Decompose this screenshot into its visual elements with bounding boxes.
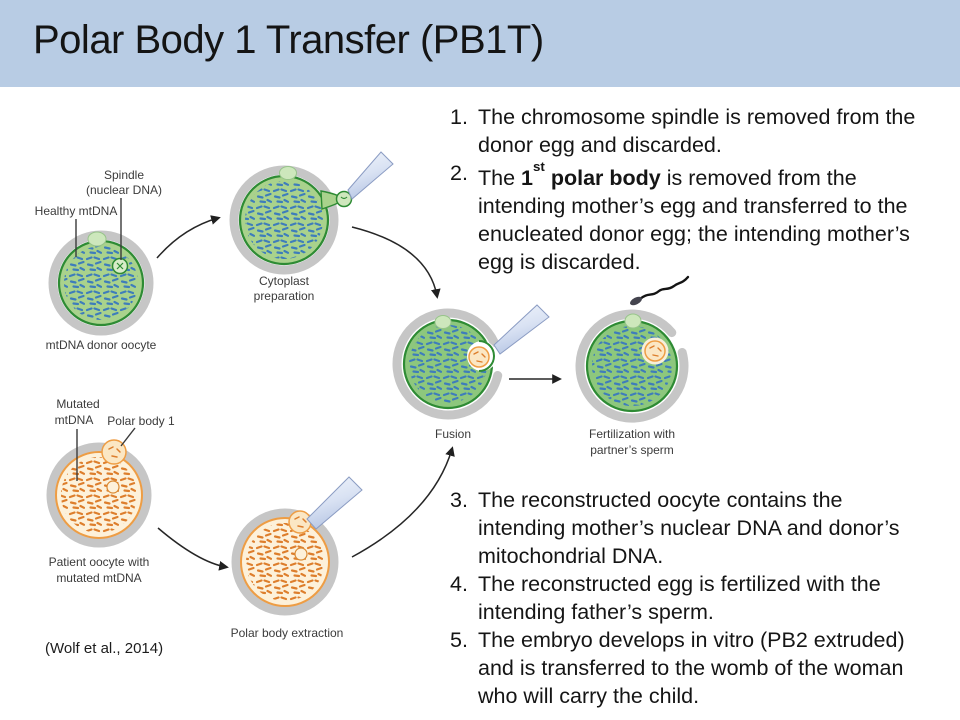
polar-body-bud — [279, 166, 297, 180]
callout-line — [75, 198, 122, 260]
polar-body-bud — [87, 231, 107, 247]
arrow-donor-to-cytoplast — [156, 215, 221, 259]
step-text: The reconstructed oocyte contains the in… — [478, 488, 900, 568]
polar-body-mtdna — [294, 516, 307, 528]
step-text: The embryo develops in vitro (PB2 extrud… — [478, 628, 905, 708]
step-text-bold: 1 — [521, 166, 533, 191]
extraction-label: Polar body extraction — [231, 626, 344, 640]
fertilization-label-2: partner’s sperm — [590, 443, 674, 457]
fusion-oocyte: Fusion — [392, 304, 550, 441]
sperm-head — [630, 296, 642, 306]
pipette-icon — [493, 304, 550, 355]
page-title: Polar Body 1 Transfer (PB1T) — [33, 18, 544, 62]
polar-body-bud — [624, 313, 642, 329]
spindle-chromosomes — [116, 262, 124, 270]
zona-ring — [46, 442, 152, 548]
spindle-icon — [106, 480, 120, 494]
polar-body-1 — [288, 510, 312, 534]
step-list-top: 1. The chromosome spindle is removed fro… — [450, 103, 928, 276]
sperm-icon — [638, 275, 690, 301]
spindle-icon — [294, 547, 308, 561]
step-number: 4. — [450, 572, 468, 596]
polar-body-extraction: Polar body extraction — [231, 476, 363, 640]
donor-oocyte: Spindle (nuclear DNA) Healthy mtDNA mtDN… — [35, 168, 162, 352]
fusion-label: Fusion — [435, 427, 471, 441]
mtdna-speckles — [245, 181, 323, 259]
polar-body-mtdna — [649, 345, 662, 357]
zona-ring — [392, 308, 503, 420]
callout-line — [76, 427, 136, 481]
patient-label: Patient oocyte with — [49, 555, 150, 569]
polar-body-mtdna — [108, 446, 121, 458]
step-text: The reconstructed egg is fertilized with… — [478, 572, 881, 624]
step-text: The 1st polar body is removed from the i… — [478, 159, 928, 276]
callout-healthy-mtdna: Healthy mtDNA — [35, 204, 118, 218]
pipette-icon — [306, 476, 363, 530]
polar-body-mtdna — [473, 351, 486, 363]
mtdna-speckles — [592, 326, 672, 406]
fertilization-oocyte: Fertilization with partner’s sperm — [575, 275, 690, 457]
spindle-chromosomes — [340, 196, 348, 200]
patient-oocyte: Mutated mtDNA Polar body 1 Patient oocyt… — [46, 397, 175, 585]
step-text-segment: is removed from the intending mother’s e… — [478, 166, 910, 275]
pipette-icon — [347, 151, 394, 200]
arrow-patient-to-extraction — [157, 527, 229, 571]
notch-membrane — [478, 340, 495, 372]
citation: (Wolf et al., 2014) — [45, 640, 164, 657]
callout-spindle-2: (nuclear DNA) — [86, 183, 162, 197]
step-number: 1. — [450, 105, 468, 129]
step-list-bottom: 3. The reconstructed oocyte contains the… — [450, 486, 928, 710]
step-text-superscript: st — [533, 159, 545, 175]
patient-label-2: mutated mtDNA — [56, 571, 141, 585]
cytoplast-label: Cytoplast — [259, 274, 310, 288]
list-item: 1. The chromosome spindle is removed fro… — [450, 103, 928, 159]
step-text: The chromosome spindle is removed from t… — [478, 105, 916, 157]
step-number: 5. — [450, 628, 468, 652]
arrow-extraction-to-fusion — [351, 446, 455, 558]
callout-spindle: Spindle — [104, 168, 144, 182]
cytoplast-preparation: Cytoplast preparation — [229, 151, 394, 303]
step-number: 2. — [450, 161, 468, 185]
transferred-polar-body — [644, 340, 666, 362]
title-bar: Polar Body 1 Transfer (PB1T) — [0, 0, 960, 87]
polar-body-bud — [434, 315, 452, 329]
cytoplast-label-2: preparation — [254, 289, 315, 303]
list-item: 3. The reconstructed oocyte contains the… — [450, 486, 928, 570]
list-item: 4. The reconstructed egg is fertilized w… — [450, 570, 928, 626]
step-text-segment: The — [478, 166, 522, 191]
step-text-bold: polar body — [544, 166, 661, 191]
polar-body-1 — [101, 439, 127, 465]
mtdna-speckles — [61, 457, 137, 533]
zona-ring — [231, 508, 339, 616]
mtdna-speckles — [64, 246, 138, 320]
list-item: 2. The 1st polar body is removed from th… — [450, 159, 928, 276]
transferred-polar-body — [468, 346, 490, 368]
flow-arrows — [156, 215, 562, 571]
list-item: 5. The embryo develops in vitro (PB2 ext… — [450, 626, 928, 710]
fertilization-label: Fertilization with — [589, 427, 675, 441]
mtdna-speckles — [246, 523, 324, 601]
arrow-cytoplast-to-fusion — [351, 226, 441, 299]
callout-mutated-2: mtDNA — [55, 413, 94, 427]
mtdna-speckles — [409, 325, 487, 403]
callout-mutated: Mutated — [56, 397, 99, 411]
step-number: 3. — [450, 488, 468, 512]
donor-label: mtDNA donor oocyte — [46, 338, 157, 352]
callout-polar-body: Polar body 1 — [107, 414, 175, 428]
